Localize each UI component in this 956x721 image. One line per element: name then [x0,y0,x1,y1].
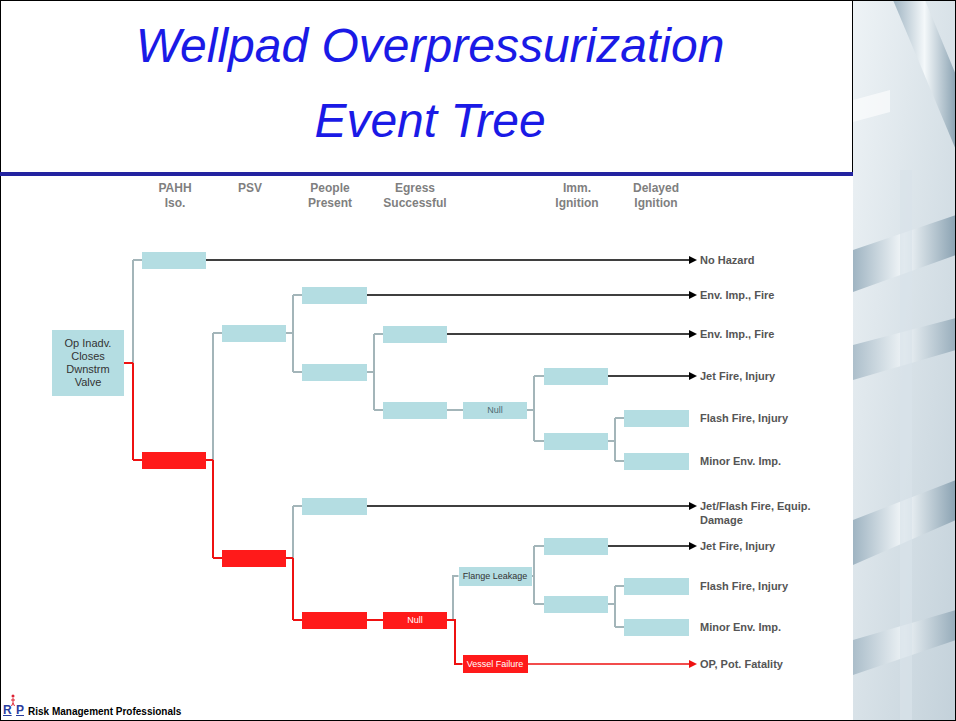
footer-text: Risk Management Professionals [28,706,181,718]
logo-letter: R [3,703,12,717]
title-rule [0,172,853,176]
outcome-label: No Hazard [700,253,754,267]
failure-path-line [124,363,383,620]
pipe-illustration [853,90,890,122]
event-box: Null [383,612,447,629]
outcome-label: Jet Fire, Injury [700,369,775,383]
node-text: Flange Leakage [463,571,528,582]
node-text: Vessel Failure [467,659,524,670]
node-text: Op Inadv. Closes Dwnstrm Valve [56,337,120,389]
event-box: Null [463,402,527,419]
column-header: Egress Successful [378,181,452,211]
failure-path-box [142,452,367,629]
column-header: PSV [225,181,275,196]
outcome-label: Jet Fire, Injury [700,539,775,553]
outcome-label: Minor Env. Imp. [700,620,781,634]
outcome-label: Env. Imp., Fire [700,327,774,341]
pipe-illustration [900,170,912,721]
slide-title: Wellpad Overpressurization Event Tree [80,8,780,158]
outcome-label: OP, Pot. Fatality [700,657,783,671]
event-box: Vessel Failure [463,655,528,673]
outcome-label: Flash Fire, Injury [700,411,788,425]
tree-branch-line [133,260,624,627]
frame-divider [852,0,853,176]
arrowhead [689,256,697,550]
outcome-label: Jet/Flash Fire, Equip. Damage [700,499,845,527]
node-text: Null [407,615,423,626]
column-header: Delayed Ignition [625,181,687,211]
tree-branch-line [447,620,463,664]
initiating-event-box: Op Inadv. Closes Dwnstrm Valve [52,330,124,396]
outcome-arrow [527,663,689,665]
arrowhead [689,660,697,668]
pipe-photo-ground [853,0,956,721]
event-box: Flange Leakage [459,567,532,586]
outcome-label: Minor Env. Imp. [700,454,781,468]
node-text: Null [487,405,503,416]
branch-box [142,252,689,636]
outcome-arrow [206,260,689,546]
tree-branch-line [447,576,459,620]
tree-connector [447,620,463,664]
tree-connector [447,576,459,620]
column-header: PAHH Iso. [150,181,200,211]
outcome-label: Env. Imp., Fire [700,288,774,302]
column-header: People Present [299,181,361,211]
logo-figure-head [12,695,15,698]
outcome-label: Flash Fire, Injury [700,579,788,593]
column-header: Imm. Ignition [546,181,608,211]
pipe-illustration [893,0,956,150]
logo-letter: P [16,703,24,717]
